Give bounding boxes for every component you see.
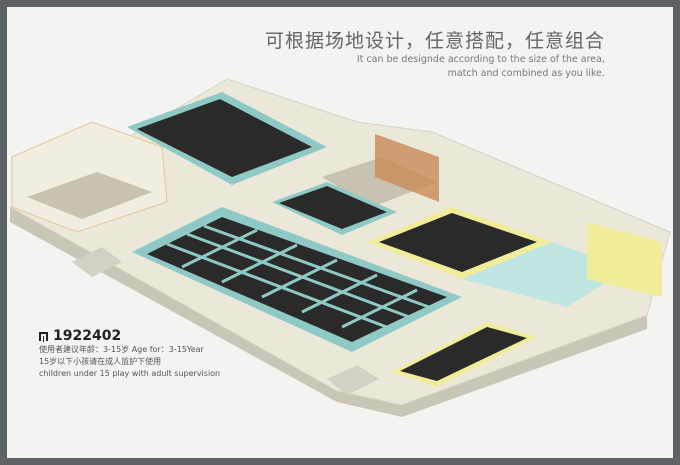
- trampoline-park-illustration: [8, 78, 671, 417]
- climbing-wall: [375, 134, 439, 202]
- product-code: 1922402: [39, 328, 220, 344]
- supervision-english: children under 15 play with adult superv…: [39, 369, 221, 378]
- basketball-court: [462, 242, 627, 307]
- headline-english: It can be designde according to the size…: [357, 53, 605, 81]
- park-floor: [8, 78, 671, 406]
- trampoline-middle-inner: [279, 186, 387, 229]
- headline-english-line2: match and combined as you like.: [447, 68, 605, 79]
- image-frame: 可根据场地设计，任意搭配，任意组合 It can be designde acc…: [7, 7, 673, 458]
- age-recommendation: 使用者建议年龄：3-15岁 Age for：3-15Year: [39, 345, 204, 354]
- stairs-left: [72, 247, 122, 277]
- supervision-chinese: 15岁以下小孩请在成人监护下使用: [39, 357, 162, 366]
- dodgeball-court-inner: [379, 213, 537, 272]
- headline-english-line1: It can be designde according to the size…: [356, 54, 605, 65]
- trampoline-lane-top-inner: [137, 99, 312, 177]
- yellow-wall: [587, 222, 662, 297]
- product-info: 1922402 使用者建议年龄：3-15岁 Age for：3-15Year 1…: [39, 328, 220, 380]
- product-code-text: 1922402: [53, 328, 122, 344]
- stairs-bottom: [327, 365, 379, 395]
- trampoline-grid-lines: [166, 224, 430, 331]
- headline-chinese: 可根据场地设计，任意搭配，任意组合: [264, 30, 605, 52]
- foam-pit: [27, 172, 152, 219]
- product-code-icon: [39, 331, 48, 342]
- trampoline-bottom-inner: [400, 327, 527, 381]
